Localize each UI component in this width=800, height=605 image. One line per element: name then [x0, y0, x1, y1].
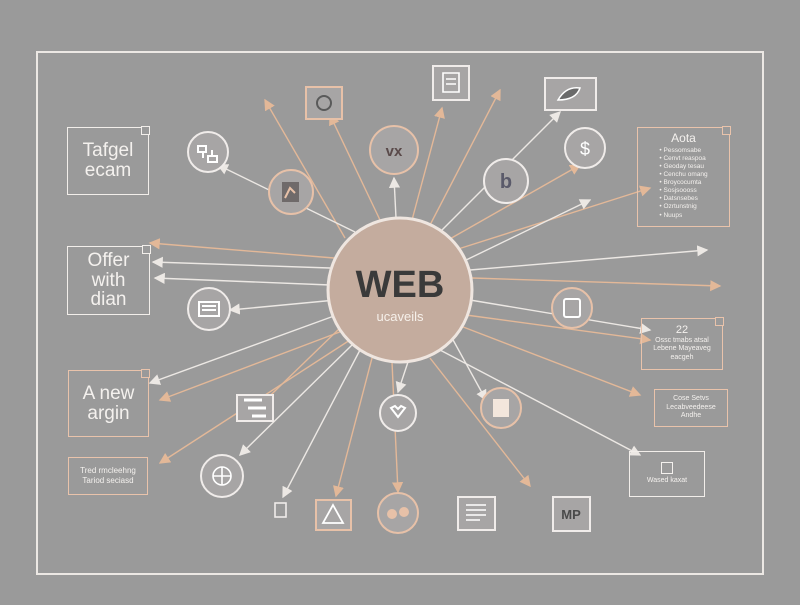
basket-icon [316, 95, 332, 111]
connector-arrow [454, 185, 652, 251]
rocket-node [544, 77, 597, 111]
connector-arrow [469, 245, 709, 271]
offer-plan-note: Offer with dian [67, 245, 151, 315]
mp-node: MP [552, 496, 591, 532]
mp-icon: MP [561, 507, 581, 522]
dollar-icon: $ [580, 139, 590, 159]
b-icon: b [500, 171, 512, 193]
aota-title: Aota [671, 131, 696, 145]
note-line: • Cenchu omang [659, 170, 708, 178]
note-line: • Cenvt reaspoa [659, 154, 706, 162]
connector-arrow [329, 113, 381, 221]
wass-icon [661, 462, 673, 475]
trend-note: Tred rmcleehng Tariod seciasd [68, 457, 148, 495]
connector-arrow [395, 361, 409, 394]
connector-arrow [429, 88, 501, 226]
text-lines-node [457, 496, 496, 531]
connector-arrow [465, 314, 652, 345]
aota-list: • Pessomsabe• Cenvt reaspoa• Geoday tesa… [659, 147, 707, 220]
notepad-icon [442, 72, 460, 93]
heart-icon [389, 404, 407, 419]
network-icon [197, 145, 218, 163]
tablet-icon [563, 298, 581, 318]
connector-arrow [151, 256, 331, 269]
note-line: • Ozrtunstnig [659, 203, 697, 211]
chart-node [268, 169, 314, 215]
box-wass-lines: Wased kaxat [647, 477, 687, 486]
connector-arrow [148, 315, 335, 385]
aota-note: Aota • Pessomsabe• Cenvt reaspoa• Geoday… [637, 126, 731, 227]
box-22-title: 22 [675, 324, 689, 337]
note-line: eacgeh [670, 354, 694, 362]
connector-arrow [148, 238, 335, 259]
text-lines-icon [466, 504, 486, 521]
note-line: Andhe [680, 412, 702, 420]
connector-arrow [264, 98, 346, 239]
connector-arrow [451, 337, 487, 402]
list-node [187, 287, 231, 331]
fast-forward-icon [244, 398, 266, 418]
connector-arrow [429, 357, 531, 488]
notepad-node [432, 65, 470, 101]
connector-arrow [333, 357, 373, 498]
document-icon [493, 399, 509, 417]
warning-node [315, 499, 352, 531]
vx-node: vx [369, 125, 419, 175]
connector-arrow [158, 329, 346, 402]
note-line: • Pessomsabe [659, 146, 702, 154]
target-exam-note: Tafgel ecam [67, 126, 150, 195]
connector-arrow [457, 324, 642, 397]
note-line: Wased kaxat [646, 477, 688, 485]
bar-chart-icon [282, 182, 299, 202]
dollar-node: $ [564, 127, 606, 169]
note-line: Lebene Mayeaveg [653, 345, 711, 353]
b-node: b [483, 158, 529, 204]
note-line: • Nuups [659, 211, 683, 219]
note-line: • Sosjsoooss [659, 187, 697, 195]
connector-arrow [388, 176, 401, 219]
document-node [480, 387, 522, 429]
connector-arrow [439, 349, 642, 456]
gears-icon [387, 507, 409, 519]
note-line: • Datsnsebes [659, 195, 698, 203]
warning-icon [321, 503, 345, 524]
outer-frame [36, 51, 764, 575]
globe-icon [212, 466, 232, 486]
connector-arrow [461, 199, 592, 263]
heart-node [379, 394, 417, 432]
vx-icon: vx [386, 143, 403, 160]
note-line: Ossc tmabs atsal [655, 336, 709, 344]
note-line: Lecabveedeese [666, 403, 716, 411]
gears-node [377, 492, 419, 534]
box-wass-note: Wased kaxat [629, 451, 705, 497]
globe-network-node [187, 131, 229, 173]
connector-arrow [153, 272, 331, 286]
hub-subtitle: ucaveils [377, 309, 424, 324]
connector-arrow [471, 277, 722, 292]
note-line: Cose Setvs [673, 394, 709, 402]
connector-arrow [282, 349, 361, 499]
rocket-icon [556, 87, 581, 101]
list-icon [198, 301, 220, 317]
tablet-node [551, 287, 593, 329]
shopping-basket-node [305, 86, 343, 120]
hub-node: WEB ucaveils [326, 216, 474, 364]
phone-node [274, 502, 287, 518]
fast-forward-node [236, 394, 274, 422]
connector-lines [148, 88, 722, 499]
globe-node [200, 454, 244, 498]
note-line: • Broycocumta [659, 179, 702, 187]
new-argin-note: A new argin [68, 369, 150, 437]
connector-arrow [239, 344, 353, 456]
note-line: • Geoday tesau [659, 162, 704, 170]
connector-arrow [228, 299, 337, 315]
connector-arrow [411, 106, 445, 221]
hub-title: WEB [356, 264, 445, 306]
